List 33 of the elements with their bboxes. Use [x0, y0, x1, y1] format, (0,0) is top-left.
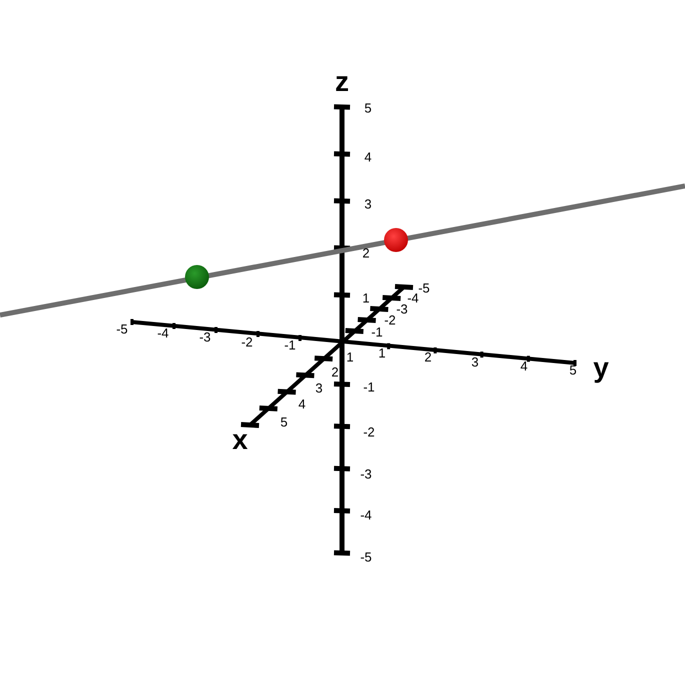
tick-label: 2 — [362, 246, 370, 260]
tick-label: -2 — [384, 314, 396, 326]
tick-label: -2 — [241, 336, 253, 348]
tick-label: 3 — [364, 198, 372, 210]
tick-label: -5 — [116, 322, 128, 336]
tick-label: 5 — [280, 416, 288, 428]
tick-label: 3 — [315, 382, 323, 394]
tick-label: -3 — [199, 330, 211, 344]
tick-label: 4 — [520, 360, 528, 372]
tick-label: -4 — [157, 326, 169, 340]
tick-label: -4 — [407, 292, 419, 304]
tick-label: -5 — [418, 282, 430, 294]
tick-label: 5 — [569, 364, 577, 376]
tick-label: 1 — [378, 346, 386, 360]
tick-label: -2 — [363, 426, 375, 438]
tick-label: -3 — [360, 468, 372, 480]
tick-label: 2 — [331, 366, 339, 378]
axis-label: x — [232, 426, 248, 454]
tick-label: -1 — [371, 326, 383, 338]
tick-label: -4 — [360, 508, 372, 522]
tick-label: 4 — [364, 150, 372, 164]
axis-label: y — [593, 354, 609, 382]
tick-label: 1 — [346, 350, 354, 364]
axis-label: z — [335, 68, 349, 96]
tick-label: -5 — [360, 550, 372, 564]
tick-label: -1 — [284, 338, 296, 352]
tick-label: -1 — [363, 380, 375, 394]
tick-label: 3 — [471, 356, 479, 368]
tick-label: 1 — [362, 292, 370, 304]
tick-label: 2 — [424, 350, 432, 364]
tick-label: 5 — [364, 102, 372, 114]
tick-label: 4 — [298, 398, 306, 410]
tick-label: -3 — [396, 302, 408, 316]
